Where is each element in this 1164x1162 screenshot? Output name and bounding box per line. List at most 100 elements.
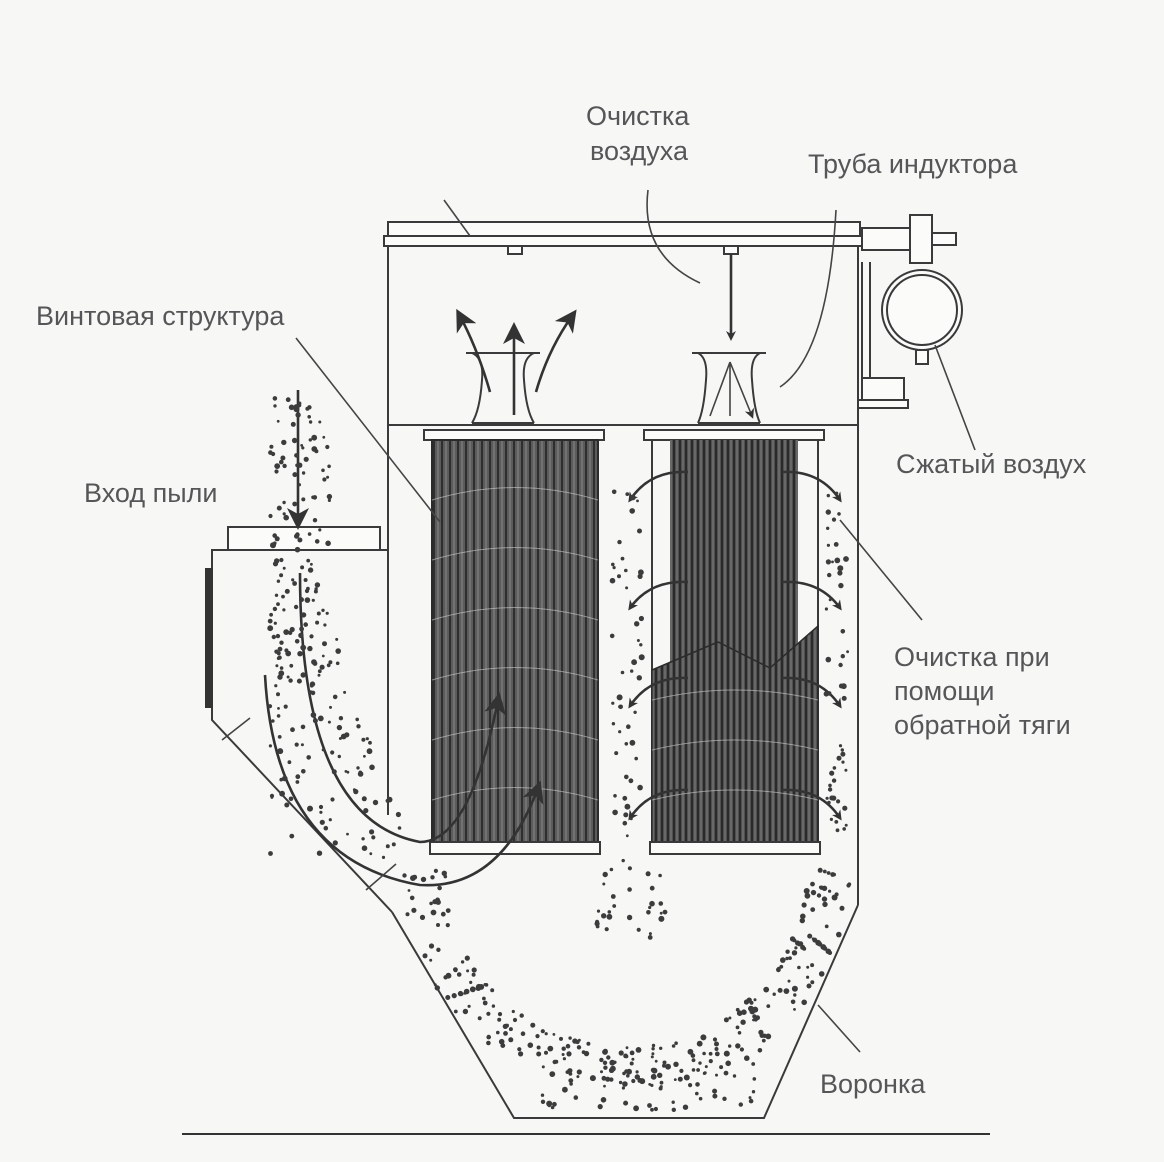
dust-particle	[682, 1104, 689, 1110]
dust-particle	[296, 678, 302, 684]
label-reverse-pulse-line3: обратной тяги	[894, 710, 1071, 740]
dust-particle	[496, 1030, 500, 1035]
dust-particle	[602, 882, 606, 886]
dust-particle	[308, 420, 313, 424]
dust-particle	[317, 715, 324, 722]
dust-particle	[662, 909, 668, 915]
dust-particle	[712, 1093, 718, 1099]
dust-particle	[303, 622, 309, 627]
dust-particle	[662, 1063, 666, 1068]
dust-particle	[740, 1019, 746, 1025]
dust-particle	[311, 434, 318, 441]
dust-particle	[385, 844, 390, 849]
dust-particle	[609, 577, 616, 584]
label-compressed-air: Сжатый воздух	[896, 449, 1087, 479]
dust-particle	[311, 598, 315, 602]
dust-particle	[327, 464, 331, 469]
dust-particle	[299, 597, 304, 603]
dust-particle	[634, 756, 638, 761]
dust-particle	[837, 570, 843, 576]
dust-particle	[836, 931, 842, 938]
dust-particle	[366, 748, 373, 755]
dust-particle	[314, 587, 318, 591]
dust-particle	[312, 718, 318, 724]
dust-particle	[369, 764, 375, 771]
dust-particle	[361, 737, 366, 742]
dust-particle	[308, 438, 312, 442]
dust-particle	[671, 1100, 675, 1104]
dust-particle	[336, 724, 343, 731]
dust-particle	[503, 1031, 508, 1036]
dust-particle	[826, 493, 830, 498]
dust-particle	[344, 770, 348, 773]
dust-particle	[279, 640, 284, 645]
dust-particle	[437, 885, 442, 891]
dust-particle	[836, 799, 841, 804]
dust-particle	[519, 1013, 524, 1018]
dust-particle	[484, 983, 489, 987]
dust-particle	[552, 1059, 557, 1065]
dust-particle	[365, 737, 369, 741]
leader-hopper	[817, 1004, 861, 1053]
dust-particle	[292, 581, 297, 586]
dust-particle	[267, 625, 274, 632]
dust-particle	[308, 646, 312, 650]
dust-particle	[274, 463, 281, 469]
dust-particle	[842, 805, 848, 811]
dust-particle	[419, 914, 426, 921]
dust-particle	[787, 979, 791, 983]
dust-particle	[412, 874, 418, 880]
dust-particle	[321, 654, 325, 658]
dust-particle	[637, 528, 642, 534]
dust-particle	[625, 834, 629, 838]
dust-particle	[306, 755, 312, 760]
dust-particle	[344, 732, 350, 738]
dust-particle	[279, 790, 285, 797]
dust-particle	[282, 500, 286, 505]
dust-particle	[833, 542, 839, 547]
dust-particle	[837, 565, 844, 572]
dust-particle	[653, 1106, 659, 1112]
dust-particle	[508, 1037, 514, 1043]
clean-air-left-arrow	[456, 308, 492, 393]
dust-particle	[291, 578, 295, 582]
dust-particle	[827, 572, 832, 578]
dust-particle	[453, 968, 458, 973]
dust-particle	[291, 437, 298, 444]
dust-particle	[282, 608, 286, 612]
dust-particle	[445, 995, 451, 1000]
dust-particle	[283, 514, 290, 521]
leader-reverse-pulse	[839, 519, 923, 621]
dust-particle	[797, 965, 801, 970]
dust-particle	[748, 1096, 752, 1100]
dust-particle	[752, 1077, 757, 1081]
dust-particle	[547, 1103, 552, 1108]
dust-particle	[762, 1033, 767, 1039]
dust-particle	[576, 1075, 580, 1079]
dust-particle	[714, 1051, 720, 1057]
dust-particle	[482, 996, 486, 1001]
dust-particle	[486, 1011, 491, 1016]
dust-particle	[318, 528, 322, 532]
dust-particle	[631, 1057, 635, 1061]
dust-particle	[566, 1051, 572, 1057]
dust-particle	[647, 935, 653, 940]
dust-particle	[297, 483, 301, 487]
dust-particle	[635, 1070, 639, 1074]
dust-particle	[505, 1023, 509, 1028]
dust-particle	[783, 988, 790, 994]
dust-particle	[429, 958, 433, 962]
dust-particle	[841, 695, 847, 701]
dust-particle	[294, 546, 301, 553]
dust-particle	[277, 655, 282, 660]
dust-particle	[829, 817, 834, 822]
dust-particle	[659, 1080, 664, 1085]
dust-particle	[625, 586, 629, 590]
inspection-door	[205, 568, 213, 708]
dust-particle	[562, 1086, 568, 1093]
dust-particle	[433, 983, 437, 987]
dust-particle	[274, 469, 279, 474]
dust-particle	[624, 742, 629, 746]
dust-particle	[301, 497, 306, 502]
dust-particle	[275, 664, 279, 668]
